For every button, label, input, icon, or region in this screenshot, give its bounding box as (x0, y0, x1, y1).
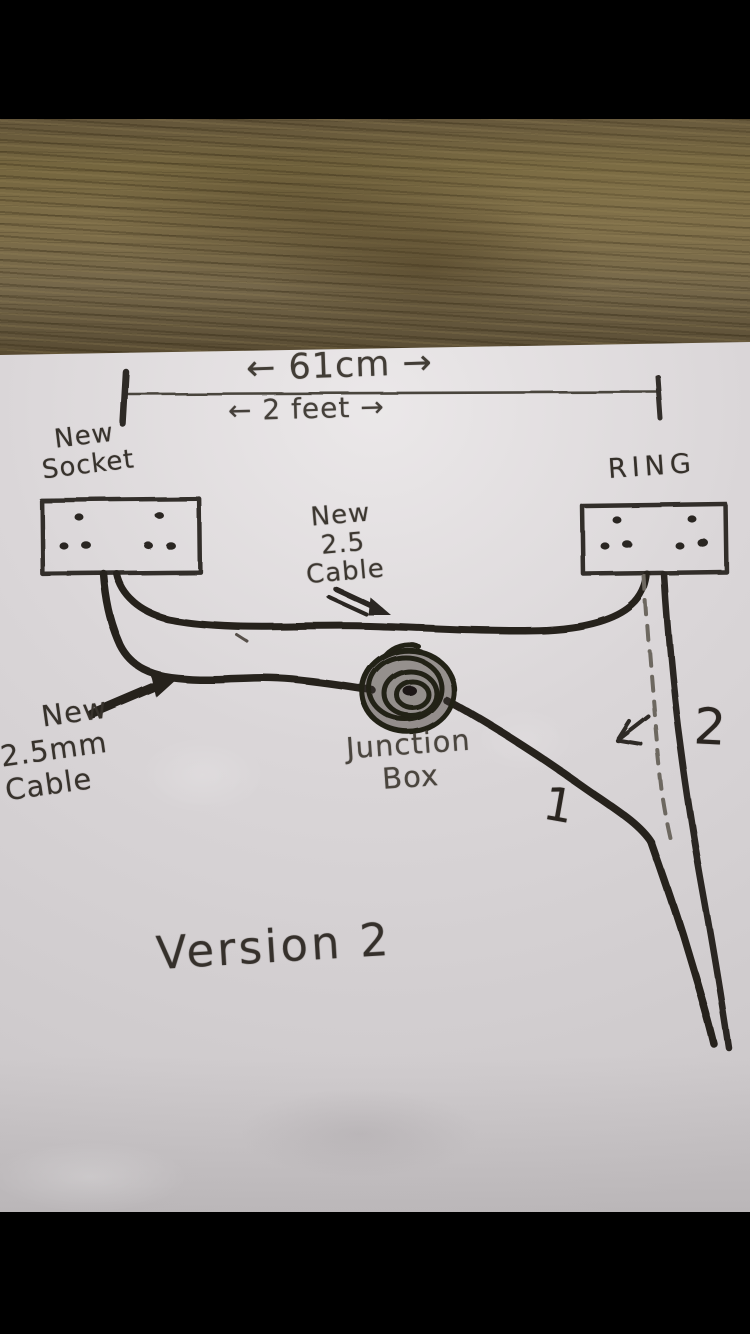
left-cable-label: New 2.5mm Cable (0, 690, 110, 808)
left-socket-label: New Socket (40, 417, 137, 486)
cable-socket-to-junction (100, 570, 376, 694)
wood-table-background (0, 119, 750, 359)
junction-box-label: Junction Box (344, 722, 472, 797)
left-cable-arrow (87, 670, 177, 719)
left-socket-box (39, 496, 203, 577)
dashed-section-arrow (615, 714, 650, 746)
cable-junction-down (442, 696, 718, 1048)
dimension-tick-left (119, 368, 130, 428)
bottom-letterbox-bar (0, 1212, 750, 1334)
mid-cable-label: New 2.5 Cable (304, 497, 387, 591)
right-socket-pin-holes (600, 515, 709, 550)
top-letterbox-bar (0, 0, 750, 119)
left-socket-pin-holes (59, 512, 176, 550)
cable-ring-down (660, 570, 733, 1052)
paper-sheet (0, 342, 750, 1212)
dimension-label-feet: ← 2 feet → (227, 390, 386, 428)
route-2-number: 2 (692, 697, 729, 757)
cable-socket-to-socket (113, 570, 651, 635)
right-socket-label: RING (607, 447, 697, 486)
stray-pencil-mark (234, 632, 249, 643)
dashed-old-cable (642, 574, 675, 850)
junction-box-scribble (359, 641, 457, 735)
right-socket-box (580, 501, 729, 577)
mid-cable-arrow (327, 586, 391, 616)
dimension-line (126, 390, 661, 396)
dimension-tick-right (655, 374, 664, 422)
